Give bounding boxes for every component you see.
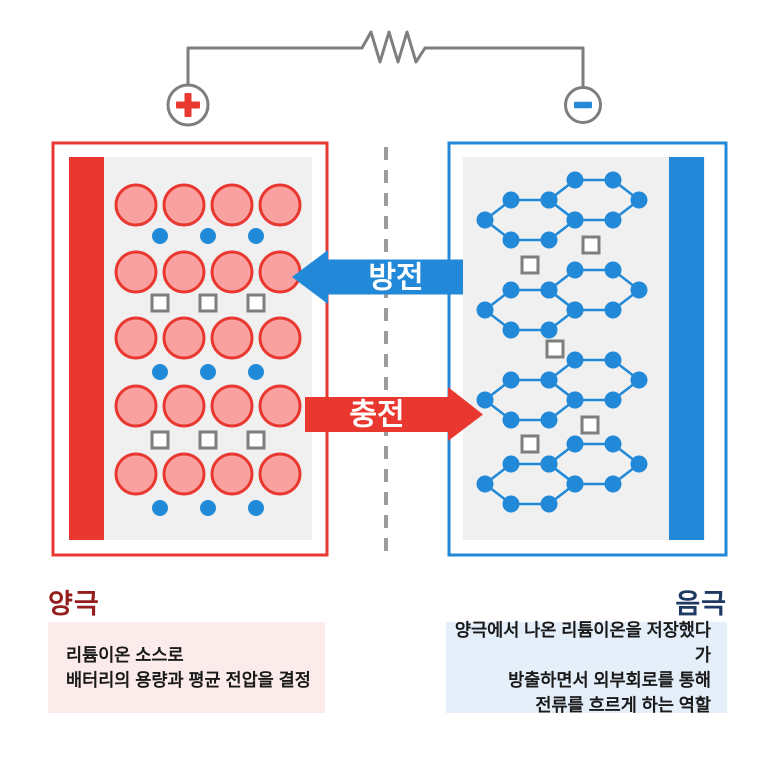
- charge-arrow: 충전: [305, 387, 483, 441]
- description-line: 배터리의 용량과 평균 전압을 결정: [66, 669, 311, 690]
- diagram-canvas: 방전 충전: [51, 30, 728, 558]
- description-line: 방출하면서 외부회로를 통해: [508, 669, 711, 690]
- cathode-current-collector: [69, 157, 104, 540]
- discharge-arrow-label: 방전: [368, 262, 423, 295]
- cathode-box: [51, 141, 329, 557]
- anode-graphite: [476, 171, 648, 513]
- cathode-description: 리튬이온 소스로 배터리의 용량과 평균 전압을 결정: [48, 622, 325, 713]
- description-line: 전류를 흐르게 하는 역할: [535, 694, 711, 715]
- description-line: 양극에서 나온 리튬이온을 저장했다가: [454, 619, 711, 665]
- description-line: 리튬이온 소스로: [66, 644, 184, 665]
- cathode-particles: [114, 183, 302, 516]
- positive-terminal-icon: [166, 83, 210, 127]
- anode-description: 양극에서 나온 리튬이온을 저장했다가 방출하면서 외부회로를 통해 전류를 흐…: [446, 620, 727, 715]
- anode-box: [447, 141, 728, 557]
- anode-current-collector: [669, 157, 704, 540]
- discharge-arrow: 방전: [292, 250, 463, 304]
- cathode-title: 양극: [48, 589, 100, 619]
- charge-arrow-label: 충전: [349, 399, 404, 432]
- anode-title: 음극: [675, 589, 727, 619]
- circuit-wire: [186, 30, 585, 87]
- negative-terminal-icon: [564, 86, 602, 124]
